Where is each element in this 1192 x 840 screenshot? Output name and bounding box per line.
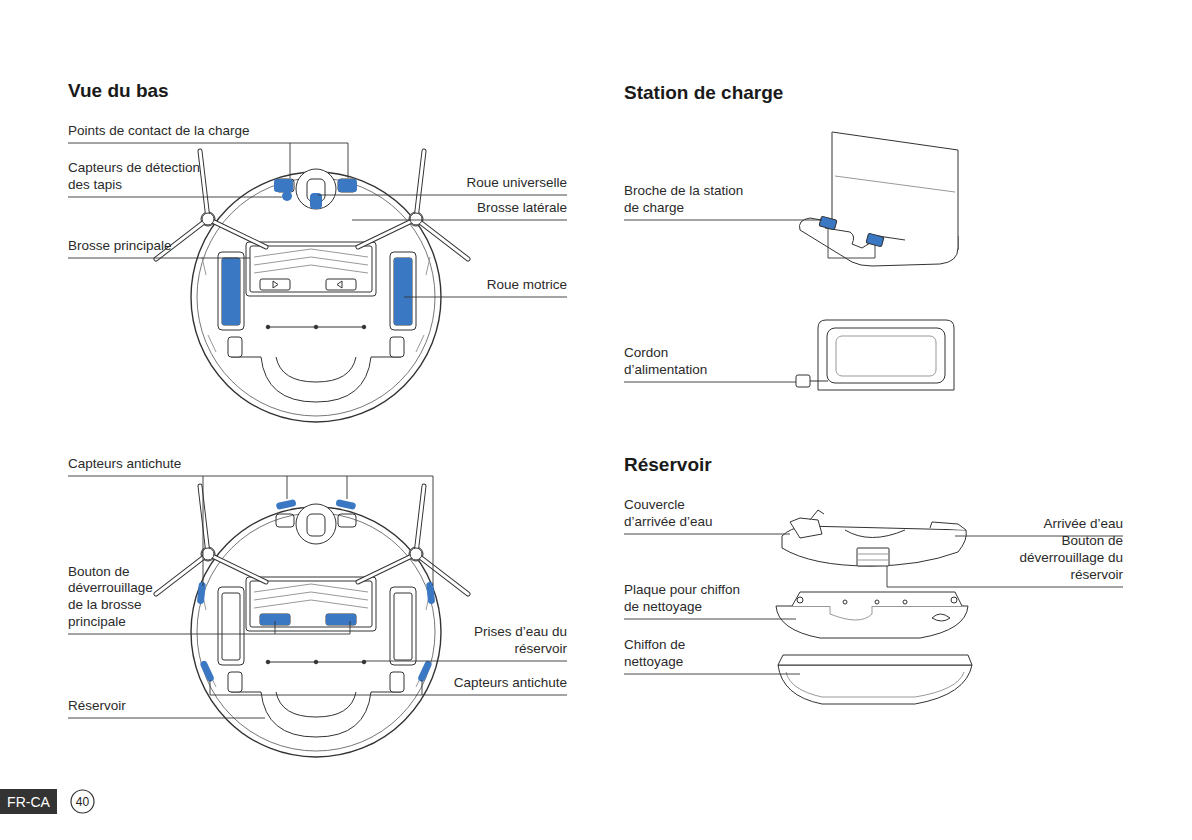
part-label: Brosse principale <box>68 238 172 255</box>
page-number: 40 <box>76 795 89 809</box>
part-label: Capteurs antichute <box>68 456 181 473</box>
part-label: Couvercle d’arrivée d’eau <box>624 497 724 531</box>
page-circle <box>71 790 94 813</box>
part-label: Cordon d’alimentation <box>624 345 719 379</box>
tag-box <box>0 789 57 814</box>
part-label: Réservoir <box>68 698 126 715</box>
part-label: Capteurs de détection des tapis <box>68 160 213 194</box>
part-label: Roue motrice <box>487 277 567 294</box>
part-label: Roue universelle <box>466 175 567 192</box>
part-label: Brosse latérale <box>477 200 567 217</box>
section-heading: Réservoir <box>624 453 712 477</box>
part-label: Broche de la station de charge <box>624 183 759 217</box>
part-label: Plaque pour chiffon de nettoyage <box>624 582 749 616</box>
part-label: Bouton de déverrouillage du réservoir <box>1008 533 1123 584</box>
part-label: Prises d’eau du réservoir <box>455 624 567 658</box>
part-label: Bouton de déverrouillage de la brosse pr… <box>68 564 163 632</box>
part-label: Arrivée d’eau <box>1043 516 1123 533</box>
language-tag: FR-CA <box>7 794 50 810</box>
section-heading: Station de charge <box>624 81 783 105</box>
section-heading: Vue du bas <box>68 79 169 103</box>
language-tag: FR-CA <box>0 789 57 814</box>
part-label: Chiffon de nettoyage <box>624 637 714 671</box>
page-number: 40 <box>70 789 95 814</box>
part-label: Capteurs antichute <box>454 675 567 692</box>
part-label: Points de contact de la charge <box>68 123 250 140</box>
